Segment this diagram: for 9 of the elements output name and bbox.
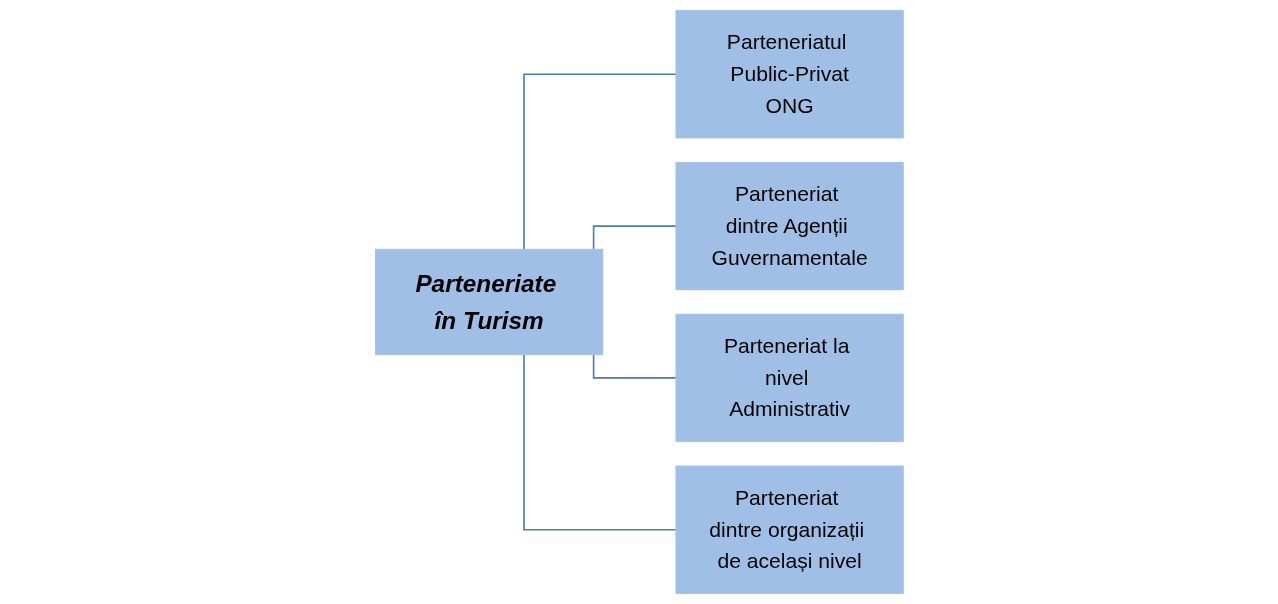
connector — [522, 73, 677, 250]
node-box: Parteneriat dintre Agenții Guvernamentale — [675, 161, 904, 291]
node-box: Parteneriat la nivel Administrativ — [675, 313, 904, 443]
connector — [592, 225, 677, 250]
connector — [522, 353, 677, 531]
node-box: Parteneriat dintre organizații de același nivel — [675, 465, 904, 594]
connector — [592, 353, 677, 379]
node-box: Parteneriatul Public-Privat ONG — [675, 10, 904, 139]
node-box: Parteneriate în Turism — [374, 248, 603, 356]
